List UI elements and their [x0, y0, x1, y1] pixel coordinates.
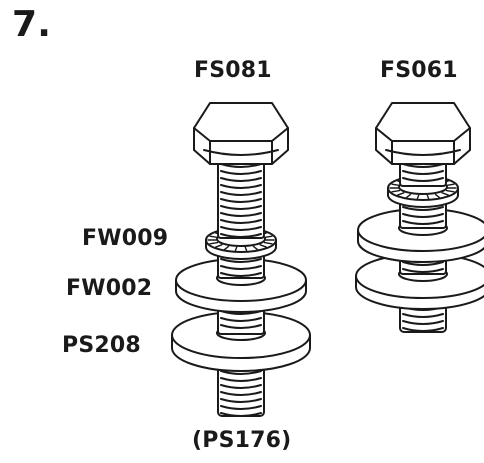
thread-line — [402, 327, 444, 332]
lock-washer-tooth — [234, 246, 238, 252]
lock-washer-tooth — [416, 194, 420, 200]
label-fs061: FS061 — [380, 58, 458, 83]
thread-line — [220, 324, 262, 329]
lock-washer-tooth — [397, 192, 405, 196]
lock-washer-tooth — [445, 183, 455, 187]
thread-line — [220, 265, 262, 270]
thread-line — [220, 398, 262, 403]
thread-line — [220, 405, 262, 410]
thread-line — [402, 206, 444, 211]
thread-line — [220, 377, 262, 382]
lock-washer-tooth — [263, 241, 273, 245]
thread-line — [220, 272, 262, 277]
lock-washer-tooth — [391, 183, 401, 187]
lock-washer-tooth — [215, 244, 223, 248]
thread-line — [220, 198, 262, 203]
thread-line — [220, 370, 262, 375]
thread-line — [220, 184, 262, 189]
thread-line — [220, 317, 262, 322]
thread-line — [220, 412, 262, 417]
thread-line — [220, 384, 262, 389]
lock-washer-tooth — [263, 235, 273, 239]
lock-washer-tooth — [441, 192, 449, 196]
thread-line — [220, 170, 262, 175]
thread-line — [220, 258, 262, 263]
bolt-fs081-assembly — [171, 102, 311, 417]
lock-washer-tooth — [445, 189, 455, 193]
lock-washer-tooth — [209, 235, 219, 239]
thread-line — [402, 177, 444, 182]
label-ps176: (PS176) — [192, 428, 292, 453]
bolt-fs061-assembly — [355, 102, 484, 333]
label-ps208: PS208 — [62, 333, 141, 358]
thread-line — [402, 320, 444, 325]
thread-line — [220, 205, 262, 210]
lock-washer-tooth — [259, 244, 267, 248]
thread-line — [402, 220, 444, 225]
lock-washer-tooth — [426, 194, 430, 200]
thread-line — [402, 170, 444, 175]
bolt-fs081-thread-upper — [217, 159, 265, 239]
thread-line — [402, 313, 444, 318]
bolt-fs061-head — [375, 102, 471, 165]
thread-line — [220, 212, 262, 217]
lock-washer-tooth — [391, 189, 401, 193]
thread-line — [220, 177, 262, 182]
thread-line — [220, 191, 262, 196]
lock-washer-tooth — [223, 245, 230, 251]
thread-line — [220, 391, 262, 396]
bolt-fs081-head — [193, 102, 289, 165]
label-fs081: FS081 — [194, 58, 272, 83]
lock-washer-tooth — [434, 193, 441, 199]
thread-line — [402, 213, 444, 218]
thread-line — [220, 219, 262, 224]
thread-line — [402, 268, 444, 273]
lock-washer-tooth — [252, 245, 259, 251]
label-fw002: FW002 — [66, 276, 153, 301]
thread-line — [220, 233, 262, 238]
flat-washer-fw002 — [175, 258, 307, 313]
lock-washer-tooth — [405, 193, 412, 199]
label-fw009: FW009 — [82, 226, 169, 251]
lock-washer-tooth — [244, 246, 248, 252]
step-number: 7. — [12, 4, 52, 45]
thread-line — [220, 226, 262, 231]
lock-washer-tooth — [209, 241, 219, 245]
thread-line — [402, 261, 444, 266]
